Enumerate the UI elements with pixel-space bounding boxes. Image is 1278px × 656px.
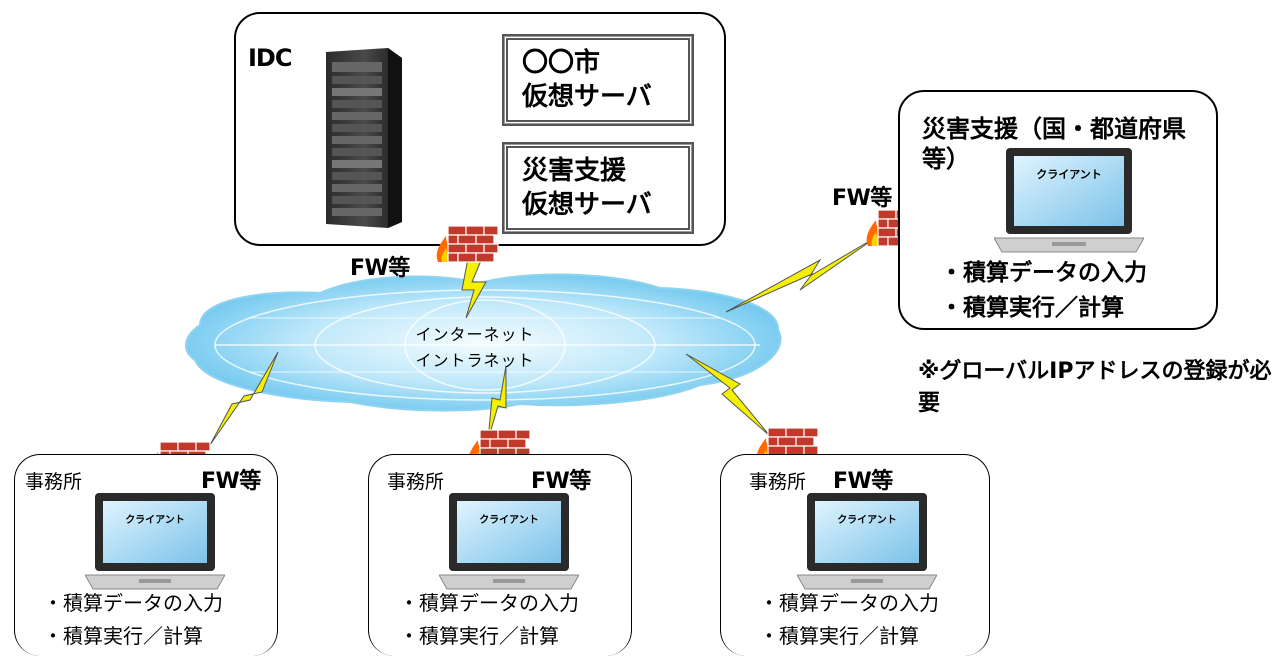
note-line1: ※グローバルIPアドレスの登録が必	[918, 359, 1272, 384]
idc-box: IDC 〇〇市 仮想サーバ 災害支援 仮	[234, 12, 726, 246]
client-label: クライアント	[479, 515, 539, 526]
network-cloud	[185, 273, 782, 412]
client-label: クライアント	[837, 515, 897, 526]
disaster-bullets: ・積算データの入力 ・積算実行／計算	[940, 256, 1147, 326]
ip-registration-note: ※グローバルIPアドレスの登録が必 要	[918, 356, 1271, 420]
note-line2: 要	[918, 391, 941, 416]
office-label: 事務所	[25, 471, 83, 493]
disaster-title: 災害支援（国・都道府県 等）	[922, 114, 1186, 174]
client-label: クライアント	[1036, 168, 1102, 181]
office-bullet-calc: ・積算実行／計算	[399, 624, 559, 648]
fw-label-office: FW等	[833, 469, 893, 494]
office-box: 事務所 FW等 クライアント ・積算データの入力 ・積算実行／計算	[368, 454, 632, 656]
vm-city-line2: 仮想サーバ	[522, 82, 652, 112]
disaster-support-box: 災害支援（国・都道府県 等） クライアント ・積算データの入力 ・積算実行／計算	[898, 90, 1218, 330]
office-bullets: ・積算データの入力 ・積算実行／計算	[759, 587, 939, 653]
office-bullet-input: ・積算データの入力	[759, 591, 939, 615]
network-label-internet: インターネット	[415, 325, 535, 344]
fw-label-office: FW等	[531, 469, 591, 494]
vm-disaster-line2: 仮想サーバ	[522, 190, 652, 220]
office-bullet-input: ・積算データの入力	[399, 591, 579, 615]
office-box: 事務所 FW等 クライアント ・積算データの入力 ・積算実行／計算	[720, 454, 990, 656]
client-label: クライアント	[125, 515, 185, 526]
disaster-title-line2: 等）	[922, 145, 970, 173]
laptop-icon: クライアント	[438, 491, 580, 591]
laptop-icon: クライアント	[993, 146, 1145, 256]
network-label: インターネット イントラネット	[400, 322, 550, 374]
office-bullets: ・積算データの入力 ・積算実行／計算	[43, 587, 223, 653]
vm-box-city: 〇〇市 仮想サーバ	[502, 34, 694, 126]
office-bullets: ・積算データの入力 ・積算実行／計算	[399, 587, 579, 653]
laptop-icon: クライアント	[796, 491, 938, 591]
firewall-icon	[434, 222, 500, 266]
vm-box-disaster: 災害支援 仮想サーバ	[502, 142, 694, 234]
office-label: 事務所	[387, 471, 445, 493]
disaster-bullet-calc: ・積算実行／計算	[940, 295, 1124, 321]
office-bullet-calc: ・積算実行／計算	[759, 624, 919, 648]
disaster-title-line1: 災害支援（国・都道府県	[922, 115, 1186, 143]
server-rack-icon	[318, 48, 404, 228]
office-bullet-calc: ・積算実行／計算	[43, 624, 203, 648]
laptop-icon: クライアント	[84, 491, 226, 591]
idc-label: IDC	[248, 44, 292, 72]
fw-label-office: FW等	[201, 469, 261, 494]
office-box: 事務所 FW等 クライアント ・積算データの入力 ・積算実行／計算	[14, 454, 278, 656]
network-label-intranet: イントラネット	[415, 351, 535, 370]
disaster-bullet-input: ・積算データの入力	[940, 260, 1147, 286]
vm-city-line1: 〇〇市	[522, 48, 601, 78]
office-label: 事務所	[749, 471, 807, 493]
vm-disaster-line1: 災害支援	[522, 156, 627, 186]
office-bullet-input: ・積算データの入力	[43, 591, 223, 615]
fw-label-idc: FW等	[350, 256, 410, 281]
fw-label-disaster: FW等	[832, 186, 892, 211]
